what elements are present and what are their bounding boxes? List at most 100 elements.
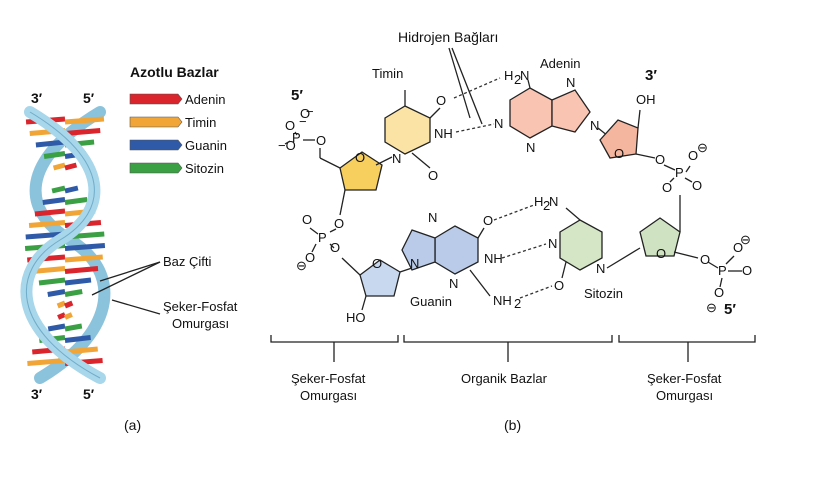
svg-text:N: N [590,118,599,133]
backbone-pointer [111,299,161,315]
sugar-bottom-right [639,217,681,257]
svg-text:O: O [316,133,326,148]
helix-rung-16-b [64,300,74,309]
svg-text:O: O [300,106,310,121]
helix-rung-13-a [31,266,66,274]
helix-rung-21-a [27,358,66,366]
svg-text:N: N [410,256,419,271]
helix-rung-7-a [42,197,66,205]
bracket-mid-label: Organik Bazlar [461,371,548,386]
bracket-left-label-2: Omurgası [300,388,357,403]
svg-text:O: O [428,168,438,183]
helix-rung-6-a [51,185,66,194]
svg-text:O: O [305,250,315,265]
helix-rung-18-b [64,323,83,332]
helix-rung-3-a [43,151,66,159]
svg-text:⊖: ⊖ [706,300,717,315]
legend-swatch-guanin [129,139,183,151]
svg-text:O: O [355,150,365,165]
svg-text:HO: HO [346,310,366,325]
svg-text:2: 2 [543,198,550,213]
svg-text:NH: NH [484,251,503,266]
guanine-ring [434,225,479,275]
svg-text:N: N [428,210,437,225]
guanine-ring-5 [401,229,436,271]
helix-rung-0-b [64,116,105,125]
dna-helix-illustration [20,106,111,384]
helix-rung-7-b [64,197,88,205]
helix-rung-9-a [28,220,66,228]
backbone-label-a-2: Omurgası [172,316,229,331]
legend-swatch-timin [129,116,183,128]
helix-rung-17-a [57,312,66,320]
base-pair-label: Baz Çifti [163,254,212,269]
end-3-top-right: 3′ [645,67,657,84]
hbond-pointer-2 [451,47,483,125]
helix-rung-18-a [47,323,66,332]
svg-text:O: O [436,93,446,108]
svg-text:P: P [718,263,727,278]
helix-rung-20-b [64,346,98,355]
svg-text:N: N [449,276,458,291]
helix-rung-1-b [64,128,101,136]
legend-label-sitozin: Sitozin [185,161,224,176]
helix-rung-15-b [64,289,83,297]
hbond-pointer-1 [448,47,471,119]
legend-label-adenin: Adenin [185,92,225,107]
strand-end-top-right: 5′ [83,90,95,106]
svg-text:P: P [318,230,327,245]
helix-rung-19-b [64,335,91,343]
svg-text:−: − [299,114,307,129]
svg-text:⊖: ⊖ [740,232,751,247]
bracket-left-label-1: Şeker-Fosfat [291,371,366,386]
svg-text:O: O [554,278,564,293]
svg-text:⊖: ⊖ [296,258,307,273]
helix-rung-4-a [52,162,66,171]
caption-b: (b) [504,417,521,433]
phosphate-right-top: P O O O ⊖ [662,140,708,195]
svg-text:H: H [504,68,513,83]
svg-text:2: 2 [514,296,521,311]
bracket-right-label-1: Şeker-Fosfat [647,371,722,386]
svg-text:N: N [494,116,503,131]
svg-text:O: O [302,212,312,227]
end-5-top-left: 5′ [291,87,303,104]
bracket-right-label-2: Omurgası [656,388,713,403]
legend-swatch-sitozin [129,162,183,174]
helix-rung-17-b [64,312,73,320]
legend-label-timin: Timin [185,115,216,130]
backbone-label-a-1: Şeker-Fosfat [163,299,238,314]
svg-text:O: O [700,252,710,267]
svg-text:⊖: ⊖ [697,140,708,155]
svg-text:O: O [334,216,344,231]
sugar-top-right [599,119,639,159]
phosphate-mid-left: P O O O ⊖ [296,212,340,273]
thymine-label: Timin [372,66,403,81]
helix-rung-6-b [64,185,79,194]
svg-text:O: O [742,263,752,278]
svg-text:OH: OH [636,92,656,107]
svg-text:O: O [662,180,672,195]
adenine-ring [509,87,553,139]
svg-text:O: O [692,178,702,193]
helix-rung-2-a [35,139,66,148]
svg-text:N: N [526,140,535,155]
svg-text:N: N [548,236,557,251]
helix-rung-13-b [64,266,99,274]
helix-rung-15-a [47,289,66,297]
legend-label-guanin: Guanin [185,138,227,153]
svg-text:N: N [549,194,558,209]
hydrogen-bonds-label: Hidrojen Bağları [398,29,498,45]
svg-text:NH: NH [434,126,453,141]
svg-text:NH: NH [493,293,512,308]
strand-end-bottom-right: 5′ [83,386,95,402]
svg-text:H: H [534,194,543,209]
adenine-label: Adenin [540,56,580,71]
helix-rung-14-a [38,277,66,286]
bracket-backbone-right [618,335,756,362]
svg-text:P: P [292,130,301,145]
helix-rung-14-b [64,277,92,286]
hydrogen-bonds [453,77,553,299]
svg-text:O: O [614,146,624,161]
